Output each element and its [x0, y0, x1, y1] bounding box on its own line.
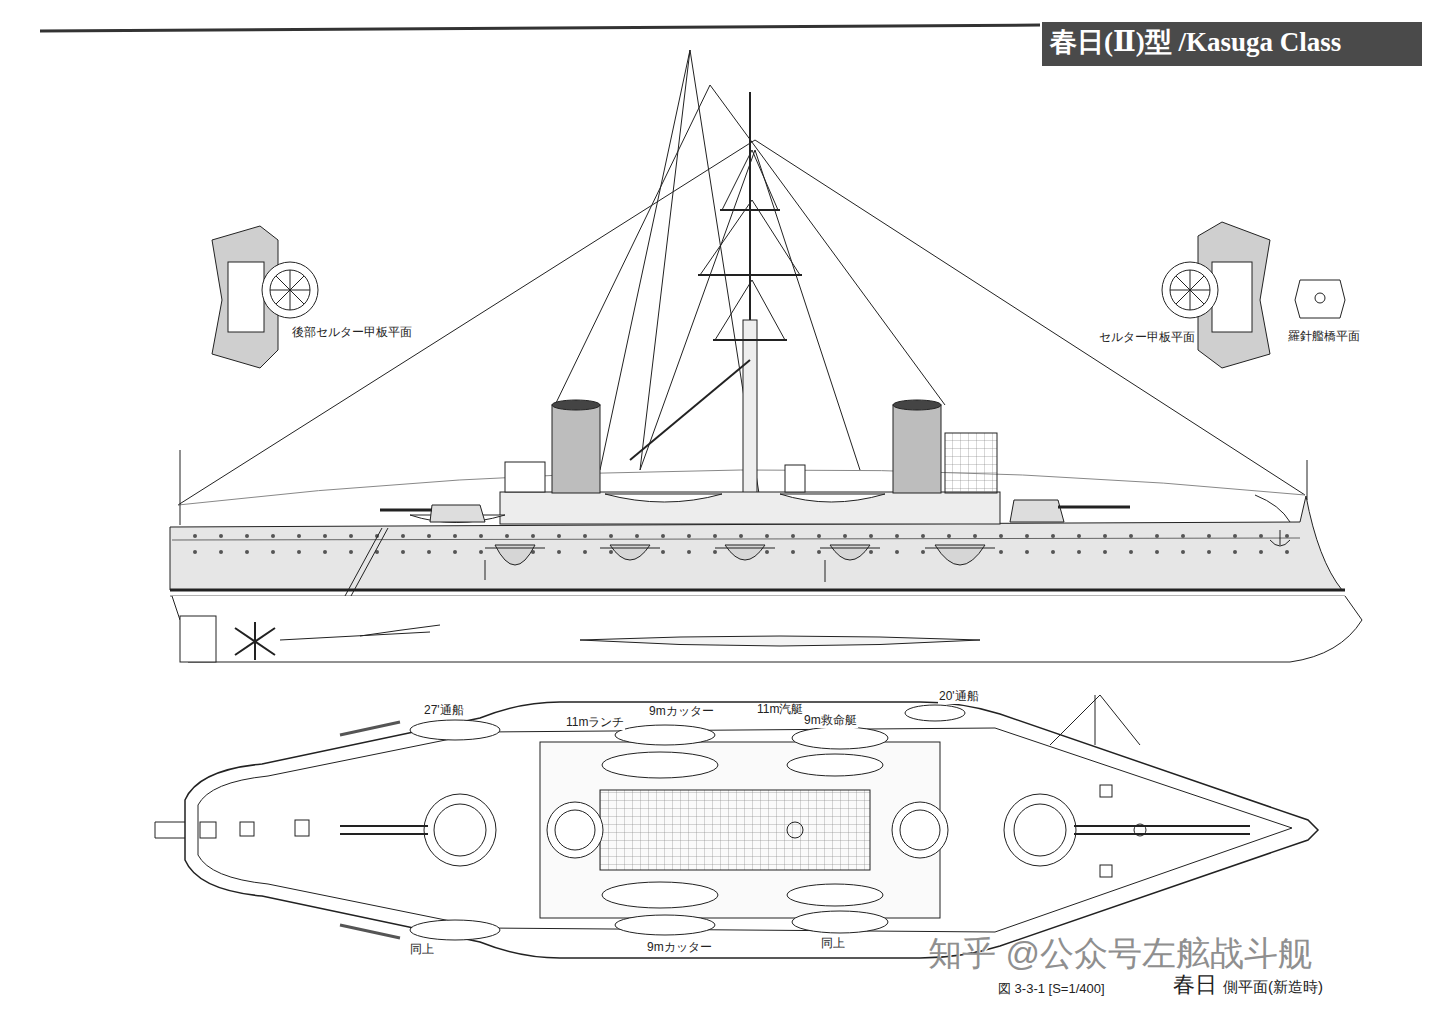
- figure-number: 図 3-3-1 [S=1/400]: [997, 982, 1106, 997]
- boat-label: 同上: [820, 937, 846, 951]
- boat-label: 同上: [409, 943, 435, 957]
- boat-label: 11m汽艇: [756, 703, 804, 717]
- boat-label: 9mカッター: [648, 705, 715, 719]
- boat-label: 9m救命艇: [803, 714, 858, 728]
- inset-label: 後部セルター甲板平面: [291, 326, 413, 340]
- boat-label: 11mランチ: [565, 716, 625, 730]
- ship-name: 春日: [1172, 972, 1218, 997]
- boat-label: 9mカッター: [646, 941, 713, 955]
- inset-label: 羅針艦橋平面: [1287, 330, 1361, 344]
- watermark: 知乎 @公众号左舷战斗舰: [928, 934, 1312, 973]
- boat-label: 27'通船: [423, 704, 465, 718]
- view-caption: 側平面(新造時): [1222, 978, 1324, 995]
- inset-label: セルター甲板平面: [1098, 331, 1196, 345]
- title-band-text: 春日(Ⅱ)型 /Kasuga Class: [1050, 27, 1341, 58]
- boat-label: 20'通船: [938, 690, 980, 704]
